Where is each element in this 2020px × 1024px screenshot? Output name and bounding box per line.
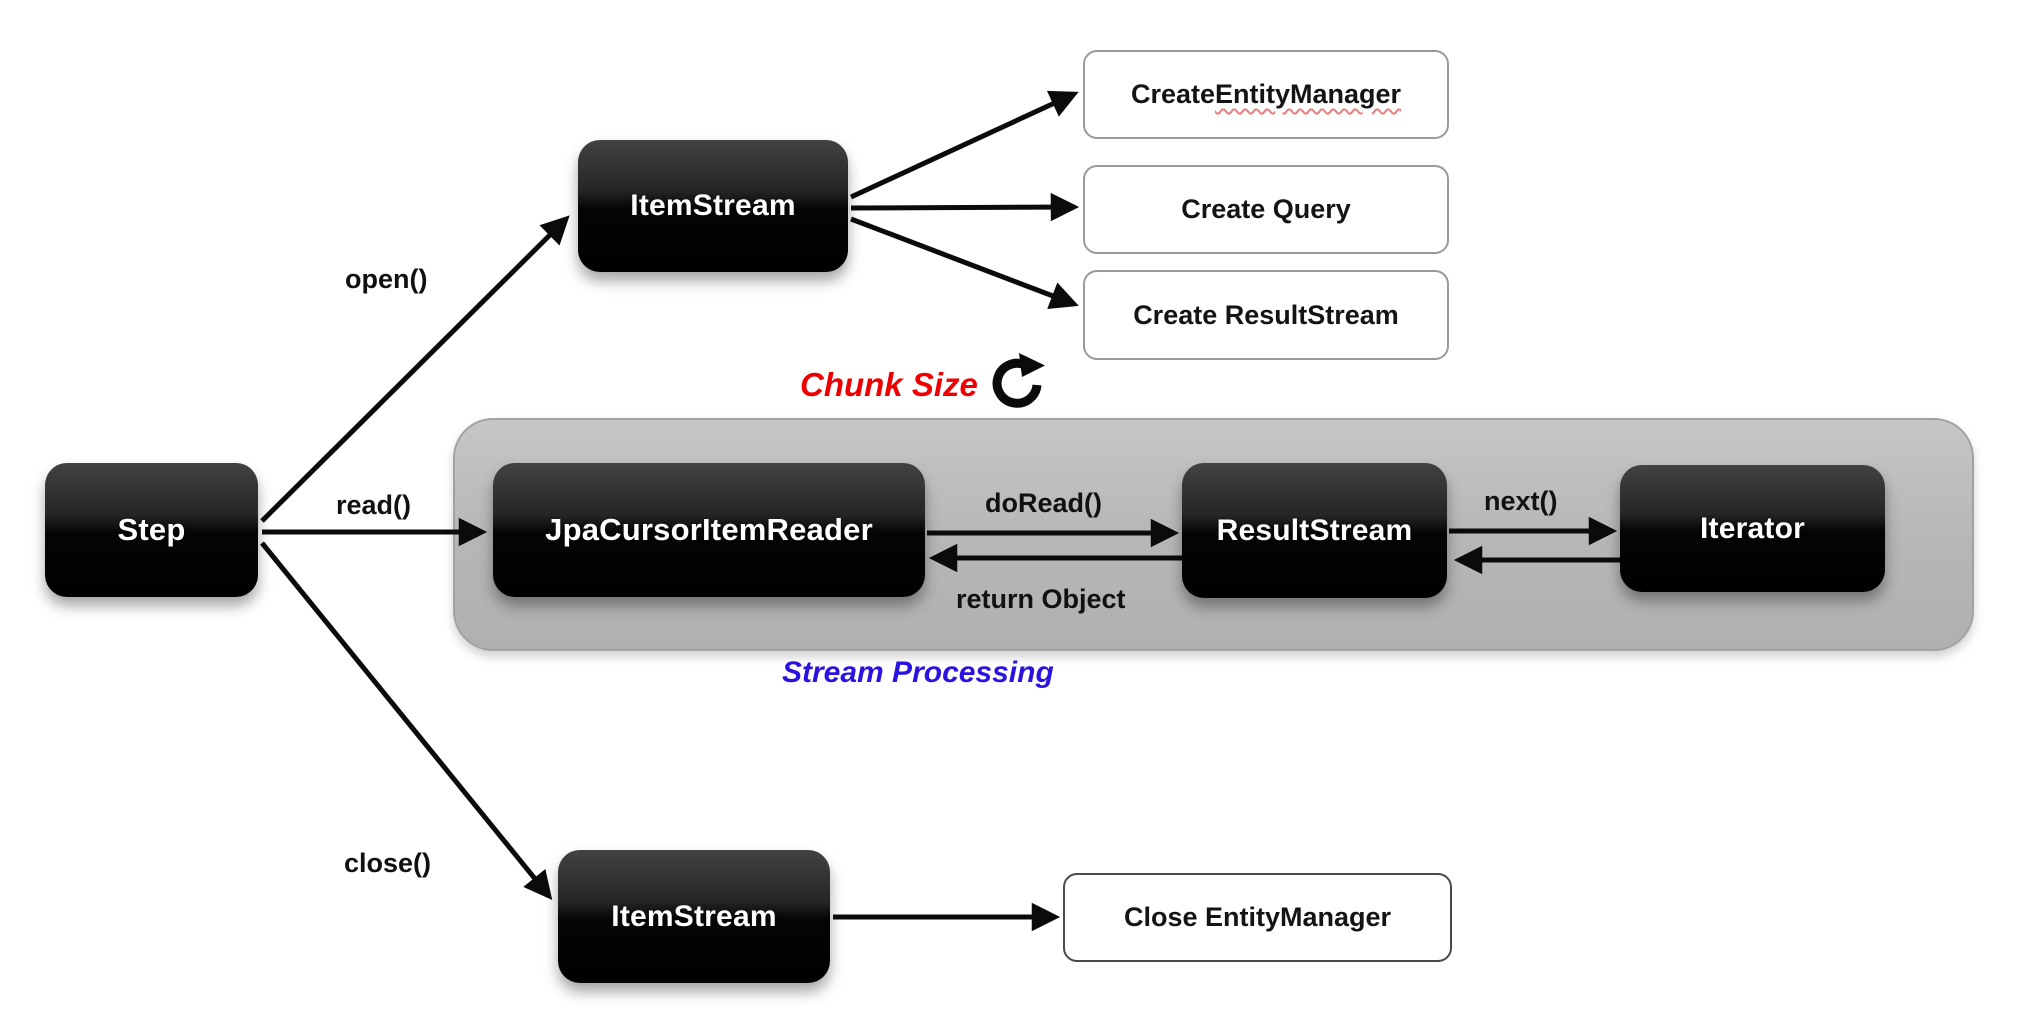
arrow-to-create-entitymanager <box>849 90 1079 200</box>
create-entitymanager-prefix: Create <box>1130 79 1215 109</box>
node-itemstream-close: ItemStream <box>558 850 830 983</box>
node-itemstream-open: ItemStream <box>578 140 848 272</box>
label-return-object: return Object <box>956 584 1126 614</box>
label-read: read() <box>336 490 412 520</box>
node-step: Step <box>45 463 258 597</box>
arrow-close <box>260 541 553 901</box>
label-close: close() <box>344 848 432 878</box>
box-close-entitymanager: Close EntityManager <box>1063 873 1452 962</box>
refresh-icon <box>988 352 1050 419</box>
label-doread: doRead() <box>985 488 1102 518</box>
arrow-to-create-resultstream <box>850 216 1079 309</box>
arrow-to-create-query <box>850 192 1080 222</box>
node-iterator: Iterator <box>1620 465 1885 592</box>
arrow-open <box>260 215 570 523</box>
label-open: open() <box>345 264 428 294</box>
refresh-icon-glyph <box>992 353 1045 408</box>
label-next: next() <box>1484 486 1558 516</box>
stream-processing-label: Stream Processing <box>782 656 1054 689</box>
box-create-resultstream: Create ResultStream <box>1083 270 1449 360</box>
node-jpacursoritemreader: JpaCursorItemReader <box>493 463 925 597</box>
box-create-query: Create Query <box>1083 165 1449 254</box>
box-create-entitymanager: Create EntityManager <box>1083 50 1449 139</box>
node-resultstream: ResultStream <box>1182 463 1447 598</box>
chunk-size-label: Chunk Size <box>800 366 978 403</box>
create-entitymanager-word: EntityManager <box>1215 79 1402 109</box>
